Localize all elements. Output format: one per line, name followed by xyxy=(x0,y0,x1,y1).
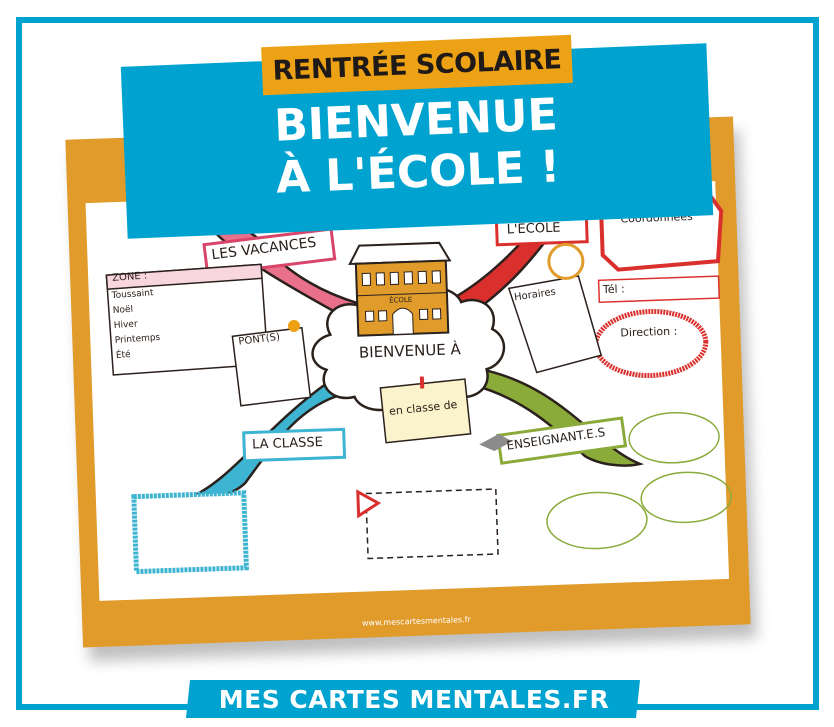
direction-label: Direction : xyxy=(620,324,678,340)
enseignants-label-frame xyxy=(496,416,628,465)
graduation-cap-icon xyxy=(479,433,513,452)
holiday-list: Toussaint Noël Hiver Printemps Été xyxy=(111,286,162,364)
school-icon xyxy=(348,241,452,337)
holiday-printemps: Printemps xyxy=(114,332,161,346)
dashed-box xyxy=(365,488,499,560)
classe-label: LA CLASSE xyxy=(251,435,324,453)
center-title: BIENVENUE À xyxy=(358,340,462,362)
tel-box xyxy=(597,275,721,304)
tel-label: Tél : xyxy=(602,282,625,297)
horaires-note xyxy=(507,275,603,374)
classe-label-frame xyxy=(242,427,347,463)
holiday-toussaint: Toussaint xyxy=(111,288,154,302)
holiday-ete: Été xyxy=(115,349,132,361)
speech-bubble xyxy=(628,411,720,464)
direction-oval xyxy=(593,308,709,379)
footer-brand: MES CARTES MENTALES.FR xyxy=(218,684,610,714)
alarm-clock-icon xyxy=(547,242,585,280)
warning-icon xyxy=(356,489,382,519)
classe-frame xyxy=(131,490,249,575)
vacances-label-frame xyxy=(202,227,337,277)
mindmap-drawing xyxy=(105,187,732,575)
school-sign: ÉCOLE xyxy=(389,295,413,305)
speech-bubble xyxy=(640,471,732,524)
speech-bubble xyxy=(546,491,648,550)
sun-icon xyxy=(287,319,300,332)
mindmap-sheet: LES VACANCES ZONE : Toussaint Noël Hiver… xyxy=(85,181,732,601)
ponts-note xyxy=(231,326,312,407)
